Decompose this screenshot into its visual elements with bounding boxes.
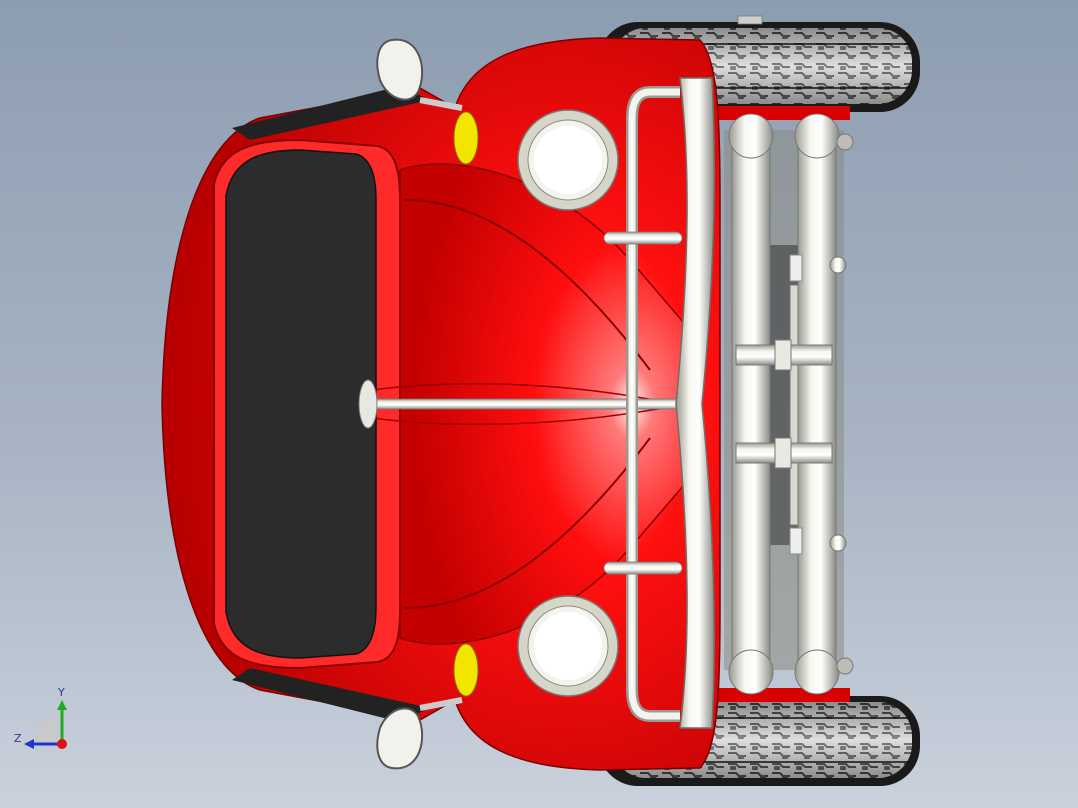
model-part [404,437,651,609]
model-part [534,126,602,194]
model-part [789,254,803,282]
z-axis-label: Z [14,732,22,745]
model-part [376,38,424,101]
model-part [728,649,774,695]
orientation-triad[interactable]: Y Z [10,684,80,754]
model-part [419,97,463,111]
z-axis-arrow [24,739,34,749]
exhaust-pipe-right [794,113,840,695]
model-part [419,697,463,711]
exhaust-pipe-left [728,113,774,695]
model-part [774,437,792,469]
model-part [232,668,430,722]
model-part [829,256,847,274]
model-part [376,707,424,770]
model-part [836,133,854,151]
mirror-top [376,38,463,111]
indicator-top [453,111,479,165]
model-part [232,86,430,140]
model-part [794,113,840,159]
model-part [603,561,683,575]
front-bumper [675,77,716,729]
model-part [774,339,792,371]
model-part [728,113,774,159]
model-part [603,231,683,245]
model-part [789,527,803,555]
model-part [404,199,651,371]
model-part [794,649,840,695]
windshield-glass [225,149,377,659]
model-part [829,534,847,552]
headlight-bottom [517,595,619,697]
y-axis-label: Y [57,686,65,699]
model-part [797,134,837,676]
y-axis-arrow [57,700,67,710]
indicator-bottom [453,643,479,697]
model-part [737,15,763,25]
headlight-top [517,109,619,211]
model-part [534,612,602,680]
mirror-bottom [376,697,463,770]
hood-badge [358,379,378,429]
x-axis-point [57,739,67,749]
model-part [836,657,854,675]
model-part [731,134,771,676]
triad-backplane [36,717,58,744]
